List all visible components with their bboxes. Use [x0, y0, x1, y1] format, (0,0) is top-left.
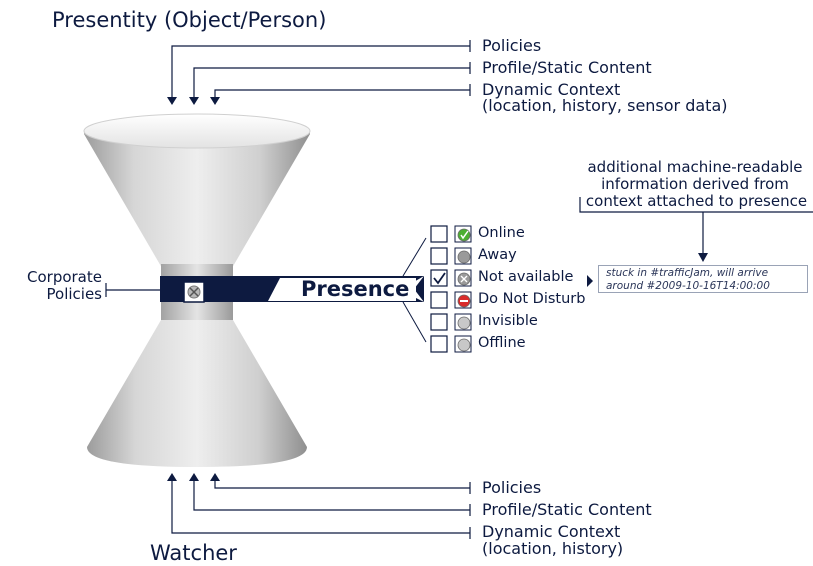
x-mark	[189, 287, 199, 297]
presence-label: Presence	[301, 277, 410, 301]
status-connectors	[402, 237, 427, 343]
machine-info-line-3: context attached to presence	[585, 192, 808, 210]
presentity-title: Presentity (Object/Person)	[52, 8, 327, 32]
status-checkbox[interactable]	[430, 291, 448, 309]
status-checkbox[interactable]	[430, 225, 448, 243]
machine-info-arrowhead	[698, 253, 708, 262]
dnd-bar	[460, 300, 468, 302]
invisible-icon	[457, 316, 471, 330]
bottom-input-arrows	[171, 480, 471, 539]
top-dynamic-context-label: Dynamic Context	[482, 80, 621, 99]
context-note-line-2: around #2009-10-16T14:00:00	[606, 280, 770, 292]
online-icon	[457, 228, 471, 242]
online-check	[460, 230, 469, 240]
presence-label-panel	[268, 278, 416, 301]
corporate-label: Corporate	[27, 268, 102, 286]
context-note-box	[598, 265, 808, 293]
status-checkbox[interactable]	[430, 313, 448, 331]
bottom-dynamic-context-detail: (location, history)	[482, 539, 624, 558]
status-list-graphics	[430, 225, 472, 353]
machine-info-line-1: additional machine-readable	[587, 158, 803, 176]
presence-band-tip	[414, 276, 424, 302]
status-checkbox[interactable]	[430, 335, 448, 353]
status-label: Away	[478, 247, 517, 263]
status-label: Not available	[478, 269, 574, 285]
top-input-arrows	[171, 40, 471, 98]
bottom-dynamic-context-label: Dynamic Context	[482, 522, 621, 541]
status-checkbox[interactable]	[430, 247, 448, 265]
corporate-policies-connector	[105, 283, 160, 297]
offline-icon	[457, 338, 471, 352]
top-funnel-rim	[83, 113, 311, 149]
watcher-title: Watcher	[150, 541, 237, 565]
top-dynamic-context-detail: (location, history, sensor data)	[482, 96, 728, 115]
status-label: Do Not Disturb	[478, 291, 586, 307]
status-checkbox[interactable]	[430, 269, 448, 287]
top-arrowheads	[167, 97, 220, 105]
context-note-line-1: stuck in #trafficJam, will arrive	[606, 267, 769, 279]
top-funnel	[84, 117, 310, 268]
machine-info-bracket	[579, 197, 813, 255]
bottom-policies-label: Policies	[482, 478, 542, 497]
status-label: Offline	[478, 335, 526, 351]
na-cross	[460, 275, 468, 283]
checkmark-icon	[433, 272, 446, 285]
top-profile-label: Profile/Static Content	[482, 58, 652, 77]
bottom-arrowheads	[167, 473, 220, 481]
policies-label: Policies	[46, 285, 102, 303]
status-label: Online	[478, 225, 525, 241]
bottom-funnel	[87, 320, 307, 467]
note-pointer-arrow	[587, 275, 593, 287]
top-policies-label: Policies	[482, 36, 542, 55]
bottom-profile-label: Profile/Static Content	[482, 500, 652, 519]
away-icon	[457, 250, 471, 264]
status-label: Invisible	[478, 313, 538, 329]
machine-info-line-2: information derived from	[601, 175, 789, 193]
